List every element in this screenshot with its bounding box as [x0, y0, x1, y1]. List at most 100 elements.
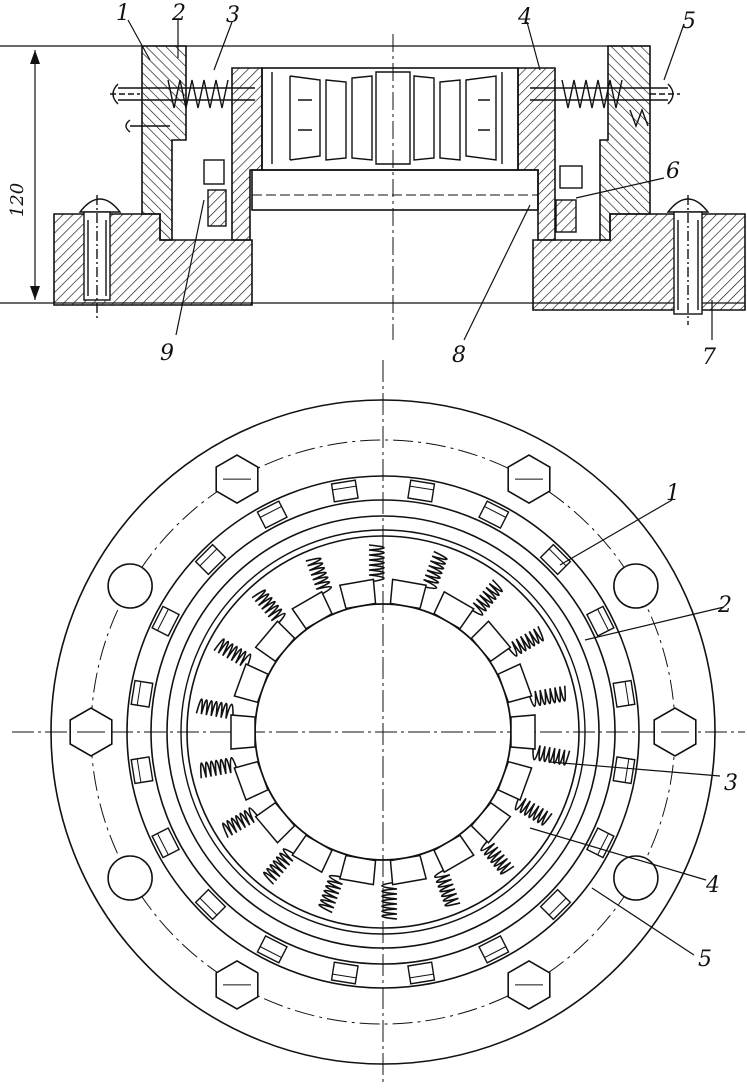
spring-coil: [305, 557, 333, 597]
small-bolt: [256, 934, 288, 964]
segment-block: [389, 578, 428, 610]
small-bolt: [256, 500, 288, 530]
small-bolt-head: [330, 961, 359, 985]
small-bolt: [130, 756, 154, 785]
plan-callout-1: 1: [666, 481, 680, 506]
bolt-holes: [107, 563, 659, 901]
spring-coil: [199, 756, 239, 779]
height-dimension-label: 120: [7, 183, 28, 217]
segment-block: [497, 663, 533, 704]
spring-coil: [505, 626, 544, 657]
spring-coil: [532, 744, 571, 766]
segment-block-outline: [291, 834, 333, 874]
spring: [195, 698, 234, 720]
section-callout-7: 7: [702, 345, 716, 370]
small-bolt-line: [259, 946, 282, 958]
small-bolt: [330, 479, 359, 503]
small-bolt-head: [256, 934, 288, 964]
segment-block-outline: [233, 760, 269, 801]
segment-block-outline: [510, 714, 536, 750]
bolt-hole: [107, 563, 153, 609]
small-bolt-head: [585, 827, 615, 859]
spring: [368, 544, 385, 583]
segment-block: [338, 854, 377, 886]
segment-block-outline: [254, 620, 296, 663]
spring-coil: [368, 544, 385, 583]
spring: [305, 557, 333, 597]
small-bolt-head: [151, 605, 181, 637]
spring: [213, 638, 252, 670]
segment-block: [291, 834, 333, 874]
segment-block: [254, 801, 296, 844]
small-bolts: [130, 479, 636, 985]
segment-block-outline: [497, 663, 533, 704]
spring: [222, 807, 261, 838]
spring-coil: [195, 698, 234, 720]
segment-block-outline: [291, 590, 333, 630]
plan-callout-3: 3: [724, 771, 738, 796]
small-bolt: [130, 679, 154, 708]
right-base-bolt: [666, 195, 710, 325]
small-bolt-line: [409, 973, 434, 979]
small-bolt-head: [256, 500, 288, 530]
small-bolt-line: [624, 758, 630, 783]
spring: [251, 589, 286, 627]
segment-block-outline: [338, 578, 377, 610]
spring: [420, 550, 448, 590]
spring-coil: [213, 638, 252, 670]
small-bolt-head: [478, 500, 510, 530]
small-bolt-head: [151, 827, 181, 859]
outer-flange-circle: [50, 399, 716, 1065]
segment-block-outline: [389, 578, 428, 610]
segment-block-outline: [470, 620, 512, 663]
small-bolt: [478, 934, 510, 964]
plan-view: 1 2 3 4 5: [12, 360, 745, 1085]
segment-block: [389, 854, 428, 886]
plan-callout-5: 5: [698, 947, 712, 972]
small-bolt-line: [157, 608, 169, 631]
small-bolt-head: [539, 888, 572, 921]
spring-coil: [420, 550, 448, 590]
right-spring-bolt: [530, 79, 680, 128]
spring: [318, 874, 346, 914]
small-bolt-line: [199, 897, 218, 916]
small-bolt-line: [597, 833, 609, 856]
segment-block-outline: [433, 834, 475, 874]
section-callout-6: 6: [666, 159, 680, 184]
segment-block-outline: [233, 663, 269, 704]
small-bolt-head: [130, 679, 154, 708]
right-housing: [599, 45, 651, 241]
central-hub: [261, 67, 519, 171]
segment-block: [510, 714, 536, 750]
spring: [532, 744, 571, 766]
bolt-hole: [613, 563, 659, 609]
small-bolt: [151, 827, 181, 859]
section-callout-4: 4: [517, 5, 532, 30]
spring-pack: [195, 544, 571, 920]
small-bolt-head: [194, 888, 227, 921]
spring-coil: [381, 881, 398, 920]
segment-block: [338, 578, 377, 610]
spring-coil: [527, 685, 567, 708]
small-bolt: [151, 605, 181, 637]
small-bolt-line: [332, 485, 357, 491]
left-inner-ring: [231, 67, 263, 241]
left-housing: [141, 45, 187, 241]
spring: [514, 794, 553, 826]
section-callout-9: 9: [160, 341, 174, 366]
section-callout-5: 5: [682, 9, 696, 34]
small-bolt: [478, 500, 510, 530]
segment-block-outline: [254, 801, 296, 844]
plan-callout-2: 2: [717, 593, 732, 618]
small-bolt: [612, 756, 636, 785]
segment-block-outline: [230, 714, 256, 750]
small-bolt: [407, 961, 436, 985]
segment-block-outline: [470, 801, 512, 844]
small-bolt: [539, 888, 572, 921]
small-bolt: [194, 888, 227, 921]
small-bolt-head: [407, 479, 436, 503]
spring: [527, 685, 567, 708]
segment-block-outline: [389, 854, 428, 886]
spring-coil: [318, 874, 346, 914]
spring: [263, 848, 298, 885]
